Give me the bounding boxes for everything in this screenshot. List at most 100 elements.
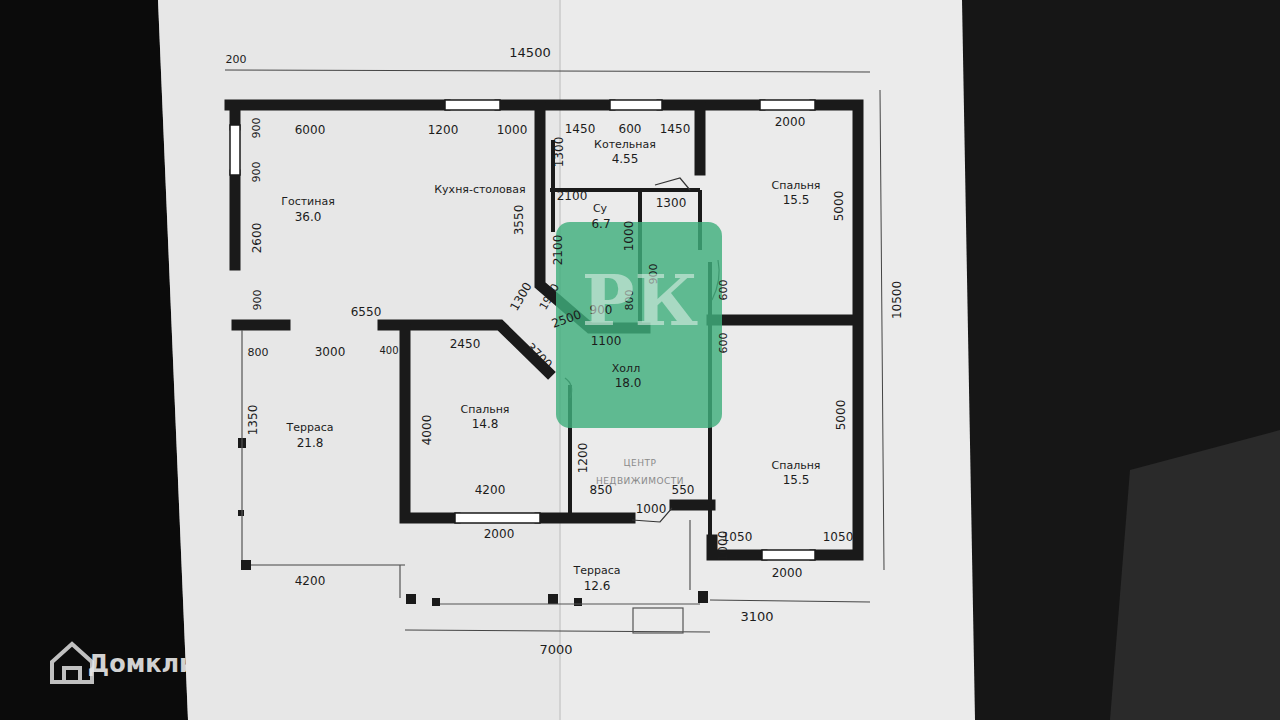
- label-position: 12.6: [584, 576, 611, 594]
- label-position: 3000: [315, 342, 346, 360]
- label-position: 15.5: [783, 190, 810, 208]
- label-position: 1200: [428, 120, 459, 138]
- dimension-label: 1000: [497, 123, 528, 137]
- label-position: 14.8: [472, 414, 499, 432]
- dimension-label: 15.5: [783, 193, 810, 207]
- label-position: 600: [713, 333, 731, 354]
- domklik-icon: [52, 644, 92, 682]
- dimension-label: 1450: [660, 122, 691, 136]
- label-position: 4200: [295, 571, 326, 589]
- label-position: Котельная: [594, 134, 656, 152]
- dimension-label: 900: [250, 118, 263, 139]
- dimension-label: 2450: [450, 337, 481, 351]
- dark-background: [1110, 430, 1280, 720]
- dimension-label: 36.0: [295, 210, 322, 224]
- dimension-label: 5000: [834, 400, 848, 431]
- label-position: РК: [582, 262, 698, 339]
- dimension-label: 1000: [622, 221, 636, 252]
- dimension-label: 600: [717, 333, 730, 354]
- agency-logo-tile: [556, 222, 722, 428]
- label-position: 800: [248, 342, 269, 360]
- dimension-label: Гостиная: [281, 195, 335, 208]
- label-position: 2600: [247, 223, 265, 254]
- dimension-label: 1200: [576, 443, 590, 474]
- dimension-label: 1200: [428, 123, 459, 137]
- label-position: 1300: [656, 193, 687, 211]
- label-position: 21.8: [297, 433, 324, 451]
- dimension-label: 4.55: [612, 152, 639, 166]
- label-position: 1050: [823, 527, 854, 545]
- dimension-label: 6.7: [591, 217, 610, 231]
- label-position: 4.55: [612, 149, 639, 167]
- label-position: 1000: [619, 221, 637, 252]
- dimension-label: Спальня: [772, 459, 821, 472]
- dimension-label: 14500: [509, 45, 550, 60]
- dimension-label: 4000: [420, 415, 434, 446]
- label-position: 14500: [509, 43, 550, 61]
- dimension-label: 900: [251, 290, 264, 311]
- dimension-label: 600: [619, 122, 642, 136]
- label-position: Спальня: [461, 399, 510, 417]
- label-position: ЦЕНТР НЕДВИЖИМОСТИ: [590, 452, 690, 487]
- dimension-label: Терраса: [287, 421, 334, 434]
- label-position: 600: [713, 280, 731, 301]
- agency-logo: РК: [582, 259, 698, 342]
- dimension-label: 21.8: [297, 436, 324, 450]
- label-position: 2000: [772, 563, 803, 581]
- label-position: 5000: [829, 191, 847, 222]
- dimension-label: 4200: [475, 483, 506, 497]
- dimension-label: 4200: [295, 574, 326, 588]
- label-position: 2000: [484, 524, 515, 542]
- dimension-label: 2600: [250, 223, 264, 254]
- label-position: Гостиная: [281, 191, 335, 209]
- label-position: 900: [247, 290, 265, 311]
- dimension-label: 3100: [740, 609, 773, 624]
- label-position: Терраса: [287, 417, 334, 435]
- label-position: 600: [619, 119, 642, 137]
- agency-watermark: ЦЕНТР НЕДВИЖИМОСТИ: [596, 458, 684, 486]
- label-position: Домклик: [88, 651, 212, 677]
- dimension-label: 1300: [656, 196, 687, 210]
- dimension-label: Кухня-столовая: [434, 183, 525, 196]
- dimension-label: Холл: [612, 362, 640, 375]
- dimension-label: 2000: [775, 115, 806, 129]
- label-position: 18.0: [615, 373, 642, 391]
- label-position: 10500: [887, 281, 905, 319]
- label-position: 36.0: [295, 207, 322, 225]
- dimension-label: 14.8: [472, 417, 499, 431]
- dimension-label: 10500: [890, 281, 904, 319]
- dimension-label: Су: [593, 202, 607, 215]
- dimension-label: 2000: [772, 566, 803, 580]
- label-position: 2100: [548, 235, 566, 266]
- dimension-label: 3000: [315, 345, 346, 359]
- dimension-label: 12.6: [584, 579, 611, 593]
- label-position: 1000: [497, 120, 528, 138]
- dimension-label: 2100: [551, 235, 565, 266]
- label-position: 4000: [417, 415, 435, 446]
- dimension-label: 3550: [512, 205, 526, 236]
- dimension-label: 1350: [246, 405, 260, 436]
- dimension-label: 1450: [565, 122, 596, 136]
- label-position: Кухня-столовая: [434, 179, 525, 197]
- dimension-label: 6000: [295, 123, 326, 137]
- dimension-label: 5000: [832, 191, 846, 222]
- label-position: 4200: [475, 480, 506, 498]
- dimension-label: Котельная: [594, 138, 656, 151]
- label-position: 400: [379, 340, 398, 358]
- label-position: Спальня: [772, 455, 821, 473]
- dimension-label: Спальня: [461, 403, 510, 416]
- label-position: Холл: [612, 358, 640, 376]
- label-position: 1000: [636, 499, 667, 517]
- label-position: 1450: [565, 119, 596, 137]
- label-position: 2450: [450, 334, 481, 352]
- dimension-lines: [225, 70, 884, 632]
- label-position: 1450: [660, 119, 691, 137]
- label-position: 6550: [351, 302, 382, 320]
- label-position: 900: [246, 118, 264, 139]
- dimension-label: Терраса: [574, 564, 621, 577]
- dimension-label: 400: [379, 345, 398, 356]
- dimension-label: 900: [250, 162, 263, 183]
- domklik-watermark: Домклик: [88, 650, 212, 678]
